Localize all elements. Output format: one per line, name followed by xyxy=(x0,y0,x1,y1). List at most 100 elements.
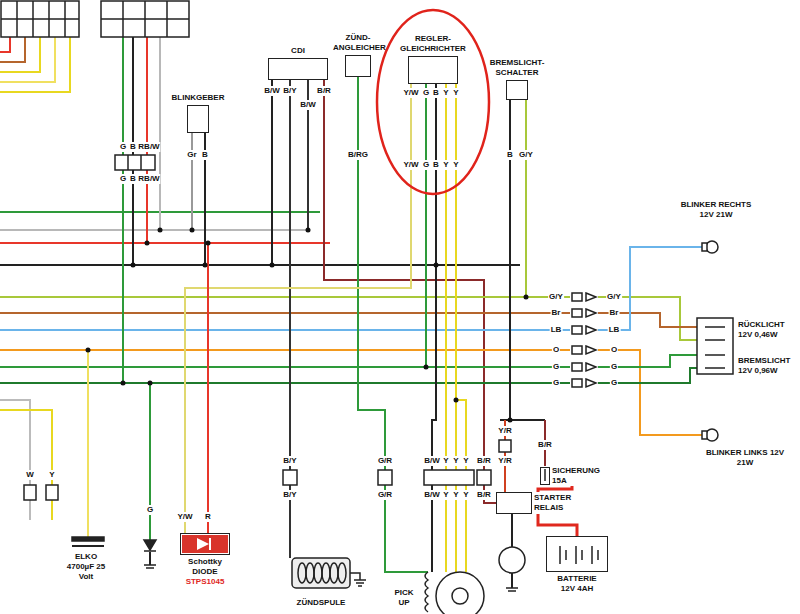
wire-code: LB xyxy=(608,325,621,335)
wire xyxy=(500,419,545,421)
wire-code: G/R xyxy=(377,490,393,500)
wire xyxy=(0,229,308,231)
wire xyxy=(149,552,151,565)
wire xyxy=(598,297,697,340)
wire xyxy=(0,242,330,244)
component-symbol xyxy=(499,547,525,573)
component-symbol xyxy=(306,563,314,583)
wire-code: B/Y xyxy=(282,490,297,500)
connector-symbol xyxy=(1,1,79,37)
wire-code: G xyxy=(422,88,430,98)
wire xyxy=(511,514,513,547)
wire-code: G xyxy=(552,362,560,372)
component-text-group: RÜCKLICHT 12V 0,46W xyxy=(738,320,796,340)
connector-symbol xyxy=(586,379,596,387)
connector-symbol xyxy=(572,293,582,301)
wire-code: G xyxy=(552,378,560,388)
component-text-group: ZÜND- ANGLEICHER xyxy=(333,33,383,53)
component-outline xyxy=(345,55,371,77)
component-label: STARTER RELAIS xyxy=(534,493,580,513)
wire-code: Y xyxy=(462,456,469,466)
connector-symbol xyxy=(128,155,141,170)
wire-code: B/R xyxy=(476,456,492,466)
connector-symbol xyxy=(378,470,392,485)
component-label: BREMSLICHT- SCHALTER xyxy=(485,58,549,78)
connector-symbol xyxy=(101,1,189,37)
junction-dot xyxy=(508,418,513,423)
junction-dot xyxy=(424,365,429,370)
wire-code: B/W xyxy=(423,490,441,500)
wire-code: B/W xyxy=(299,100,317,110)
wire-code: G/Y xyxy=(518,150,534,160)
component-label: STPS1045 xyxy=(186,577,225,587)
connector-symbol xyxy=(1,1,79,37)
component-symbol xyxy=(197,538,209,550)
wire xyxy=(0,400,30,520)
connector-symbol xyxy=(499,440,511,452)
component: BLINKGEBER xyxy=(172,93,225,133)
component-symbol xyxy=(702,243,707,251)
wire xyxy=(271,80,273,265)
wire xyxy=(0,37,10,52)
wire xyxy=(132,170,134,265)
component-symbol xyxy=(330,563,338,583)
wire xyxy=(0,264,520,266)
wire xyxy=(0,296,570,298)
component-text-group: SICHERUNG 15A xyxy=(552,466,604,486)
wire-code: LB xyxy=(550,325,563,335)
connector-symbol xyxy=(283,470,297,485)
wire-code: PICK UP xyxy=(391,588,417,608)
component-outline xyxy=(496,492,532,514)
wire-code: B/Y xyxy=(282,86,297,96)
wire-code: Gr xyxy=(186,150,197,160)
component: REGLER- GLEICHRICHTER xyxy=(395,34,471,84)
wire-code: Y xyxy=(48,470,55,480)
component-label: BLINKER LINKS 12V 21W xyxy=(703,448,787,468)
connector-symbol xyxy=(101,1,189,37)
connector-symbol xyxy=(477,470,491,485)
wire-code: Y xyxy=(452,88,459,98)
component-symbol xyxy=(322,563,330,583)
connector-symbol xyxy=(1,1,733,500)
component-symbol xyxy=(706,241,718,253)
wire xyxy=(185,84,411,533)
wire xyxy=(207,243,209,533)
component-text-group: ELKO 4700µF 25 Volt xyxy=(66,552,106,582)
wire xyxy=(511,573,513,588)
connector-symbol xyxy=(586,326,596,334)
power-cable xyxy=(538,514,577,536)
power-cable xyxy=(538,486,572,492)
component-symbol xyxy=(506,588,518,591)
wire-code: RB/W xyxy=(137,142,160,152)
wire-code: Y xyxy=(452,160,459,170)
component-text-group: BREMSLICHT- SCHALTER xyxy=(485,58,549,78)
junction-dot xyxy=(86,348,91,353)
junction-dot xyxy=(158,228,163,233)
wire xyxy=(146,37,148,155)
junction-dot xyxy=(145,241,150,246)
wire xyxy=(87,350,89,537)
component: ZÜND- ANGLEICHER xyxy=(333,33,383,77)
wire-code: Y xyxy=(442,88,449,98)
component-outline xyxy=(187,105,209,133)
component-outline xyxy=(506,80,528,100)
component: BREMSLICHT- SCHALTER xyxy=(485,58,549,100)
junction-dot xyxy=(148,381,153,386)
wire-code: B xyxy=(129,142,137,152)
component-outline xyxy=(180,533,230,555)
wire xyxy=(0,37,25,62)
connector-symbol xyxy=(115,155,155,170)
wire xyxy=(122,170,124,383)
component-symbol xyxy=(182,535,228,553)
junction-dot xyxy=(270,263,275,268)
component-symbol xyxy=(452,588,468,604)
junction-dot xyxy=(203,263,208,268)
wire-code: Y/W xyxy=(402,160,419,170)
connector-symbol xyxy=(424,470,474,485)
component-symbol xyxy=(702,431,707,439)
wire xyxy=(0,366,570,368)
wire xyxy=(0,329,570,331)
wire xyxy=(149,383,151,540)
